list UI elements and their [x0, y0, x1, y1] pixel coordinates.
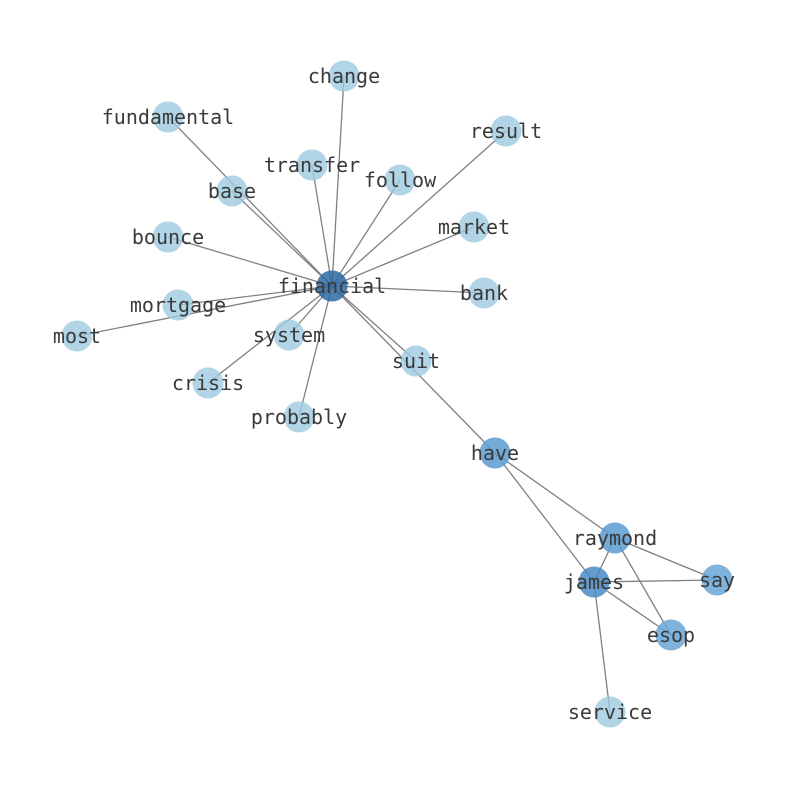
- node-label-esop: esop: [647, 623, 695, 647]
- edge-financial-result: [331, 130, 507, 287]
- edge-financial-most: [76, 285, 333, 337]
- node-have: [479, 437, 511, 469]
- node-label-say: say: [699, 568, 735, 592]
- node-label-service: service: [568, 700, 652, 724]
- node-label-raymond: raymond: [573, 526, 657, 550]
- edge-financial-change: [331, 75, 345, 287]
- edge-financial-fundamental: [167, 116, 333, 287]
- node-financial: [316, 270, 348, 302]
- node-james: [578, 566, 610, 598]
- node-say: [701, 564, 733, 596]
- edge-raymond-say: [614, 537, 718, 581]
- node-label-probably: probably: [251, 405, 347, 429]
- node-label-follow: follow: [364, 168, 437, 192]
- node-label-fundamental: fundamental: [102, 105, 234, 129]
- node-mortgage: [162, 289, 194, 321]
- node-label-have: have: [471, 441, 519, 465]
- node-label-change: change: [308, 64, 380, 88]
- node-bank: [468, 277, 500, 309]
- node-most: [61, 320, 93, 352]
- edge-have-raymond: [494, 452, 616, 539]
- node-label-bank: bank: [460, 281, 508, 305]
- node-crisis: [192, 367, 224, 399]
- edge-james-service: [593, 581, 611, 713]
- node-change: [328, 60, 360, 92]
- edge-financial-suit: [331, 285, 417, 362]
- node-system: [273, 319, 305, 351]
- node-esop: [655, 619, 687, 651]
- node-label-bounce: bounce: [132, 225, 204, 249]
- edge-financial-bounce: [167, 236, 333, 287]
- node-label-system: system: [253, 323, 325, 347]
- node-label-market: market: [438, 215, 510, 239]
- node-label-most: most: [53, 324, 101, 348]
- node-fundamental: [152, 101, 184, 133]
- edge-financial-crisis: [207, 285, 333, 384]
- node-raymond: [599, 522, 631, 554]
- edge-james-esop: [593, 581, 672, 636]
- edge-raymond-esop: [614, 537, 672, 636]
- node-label-suit: suit: [392, 349, 440, 373]
- node-bounce: [152, 221, 184, 253]
- node-result: [490, 115, 522, 147]
- node-label-base: base: [208, 179, 256, 203]
- node-base: [216, 175, 248, 207]
- node-label-mortgage: mortgage: [130, 293, 226, 317]
- edge-financial-market: [331, 226, 475, 287]
- node-label-james: james: [564, 570, 624, 594]
- node-label-financial: financial: [278, 274, 386, 298]
- node-transfer: [296, 149, 328, 181]
- node-market: [458, 211, 490, 243]
- edge-financial-follow: [331, 179, 401, 287]
- edge-financial-bank: [331, 285, 485, 294]
- nodes: [61, 60, 733, 728]
- node-follow: [384, 164, 416, 196]
- node-label-crisis: crisis: [172, 371, 244, 395]
- node-probably: [283, 401, 315, 433]
- node-label-transfer: transfer: [264, 153, 360, 177]
- edge-financial-mortgage: [177, 285, 333, 306]
- labels: financial change fundamental result transfer…: [53, 64, 735, 724]
- edge-have-james: [494, 452, 595, 583]
- edge-financial-base: [231, 190, 333, 287]
- edge-financial-probably: [298, 285, 333, 418]
- node-service: [594, 696, 626, 728]
- edge-james-say: [593, 579, 718, 583]
- node-suit: [400, 345, 432, 377]
- edge-financial-transfer: [311, 164, 333, 287]
- node-label-result: result: [470, 119, 542, 143]
